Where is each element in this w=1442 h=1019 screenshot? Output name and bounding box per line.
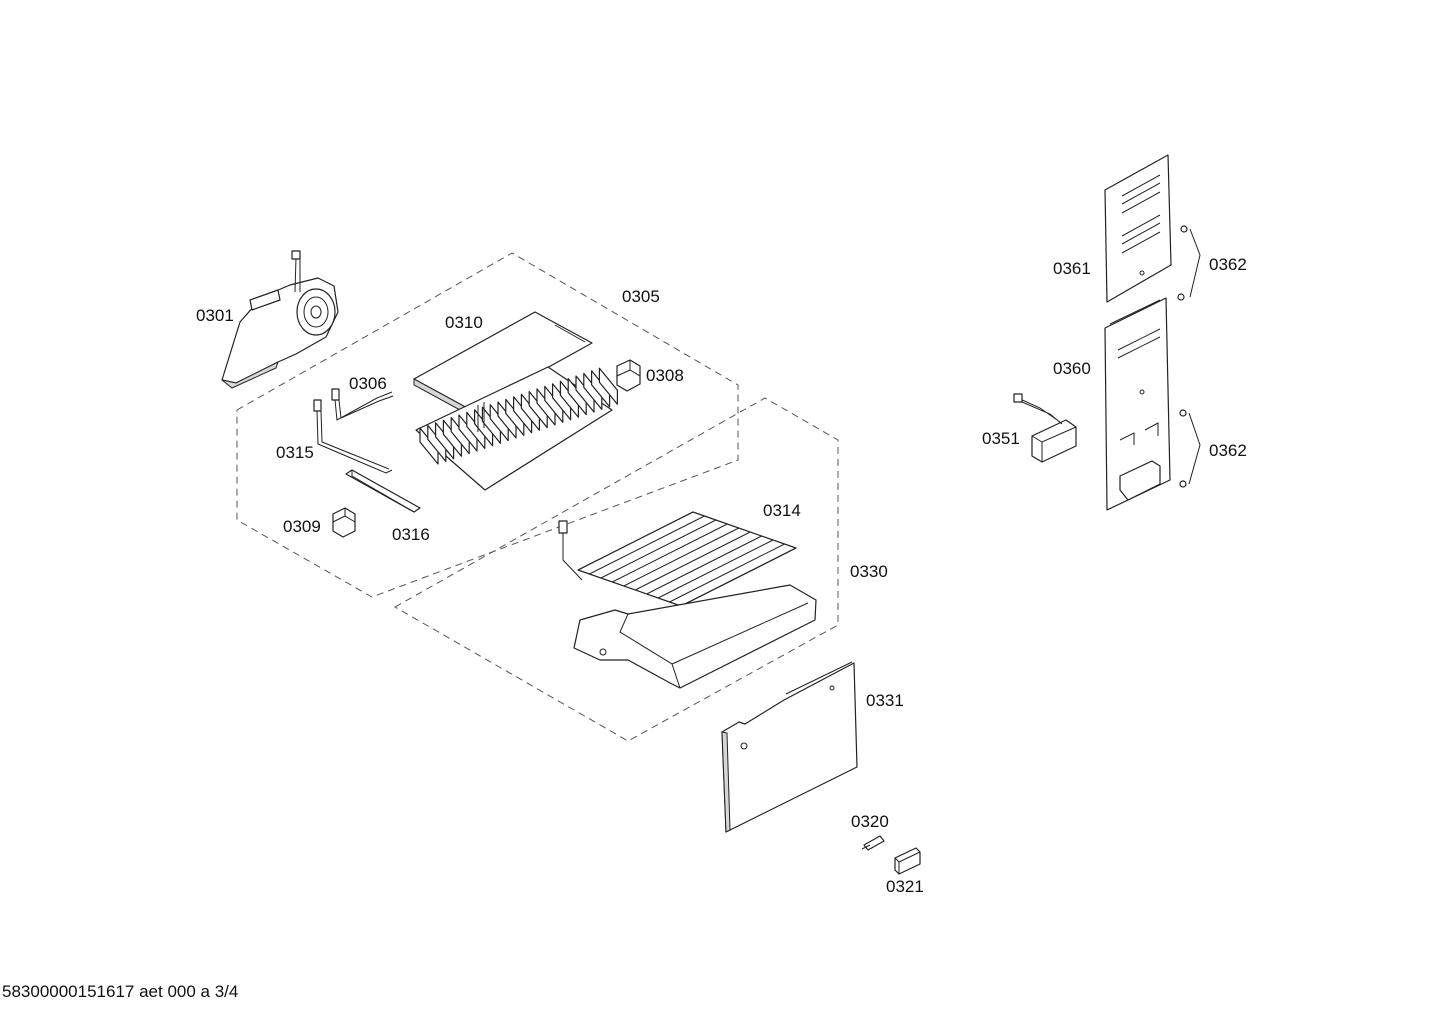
- part-label-0316: 0316: [392, 525, 430, 544]
- connector-part-0351: [1013, 393, 1077, 463]
- heater-grid-part-0314: [558, 511, 797, 607]
- part-label-0361: 0361: [1053, 259, 1091, 278]
- assembly-0330-outline: [393, 397, 839, 742]
- part-label-0314: 0314: [763, 501, 801, 520]
- part-label-0331: 0331: [866, 691, 904, 710]
- drawing-reference-footer: 58300000151617 aet 000 a 3/4: [2, 982, 239, 1001]
- cap-part-0321: [894, 847, 921, 875]
- part-label-0315: 0315: [276, 443, 314, 462]
- part-label-0330: 0330: [850, 562, 888, 581]
- grid-bar: [680, 547, 797, 607]
- part-label-0309: 0309: [283, 517, 321, 536]
- pin-part-0320: [861, 835, 885, 851]
- grid-bar: [646, 535, 762, 595]
- part-label-0360: 0360: [1053, 359, 1091, 378]
- part-label-0306: 0306: [349, 374, 387, 393]
- part-label-0305: 0305: [622, 287, 660, 306]
- rail-part-0316: [345, 469, 421, 513]
- drip-tray-part-0330: [573, 584, 817, 689]
- part-label-0308: 0308: [646, 366, 684, 385]
- sensor-part-0315: [313, 399, 393, 474]
- grid-bar: [657, 539, 774, 599]
- grid-bar: [600, 519, 717, 579]
- back-panel-part-0360: [1104, 297, 1171, 511]
- clip-part-0309: [332, 507, 356, 538]
- screw-part-0362-upper: [1177, 225, 1201, 301]
- sensor-part-0306: [331, 388, 394, 421]
- clip-part-0308: [616, 359, 641, 392]
- assembly-0305-outline: [236, 252, 739, 598]
- grid-bar: [634, 531, 751, 591]
- coil-fin: [598, 367, 618, 405]
- part-label-0310: 0310: [445, 313, 483, 332]
- panel-part-0331: [721, 661, 858, 833]
- evaporator-coil-part-0305: [415, 366, 618, 491]
- cover-plate-part-0310: [413, 311, 593, 417]
- part-label-0321: 0321: [886, 877, 924, 896]
- grid-bar: [612, 523, 728, 583]
- grid-bar: [577, 511, 694, 571]
- fan-housing-part-0301: [221, 250, 339, 389]
- part-label-0320: 0320: [851, 812, 889, 831]
- part-label-0301: 0301: [196, 306, 234, 325]
- part-label-0362-upper: 0362: [1209, 255, 1247, 274]
- part-label-0351: 0351: [982, 429, 1020, 448]
- grid-bar: [589, 515, 705, 575]
- back-panel-part-0361: [1104, 154, 1172, 303]
- grid-bar: [669, 543, 785, 603]
- part-label-0362-lower: 0362: [1209, 441, 1247, 460]
- grid-bar: [623, 527, 740, 587]
- screw-part-0362-lower: [1179, 409, 1201, 488]
